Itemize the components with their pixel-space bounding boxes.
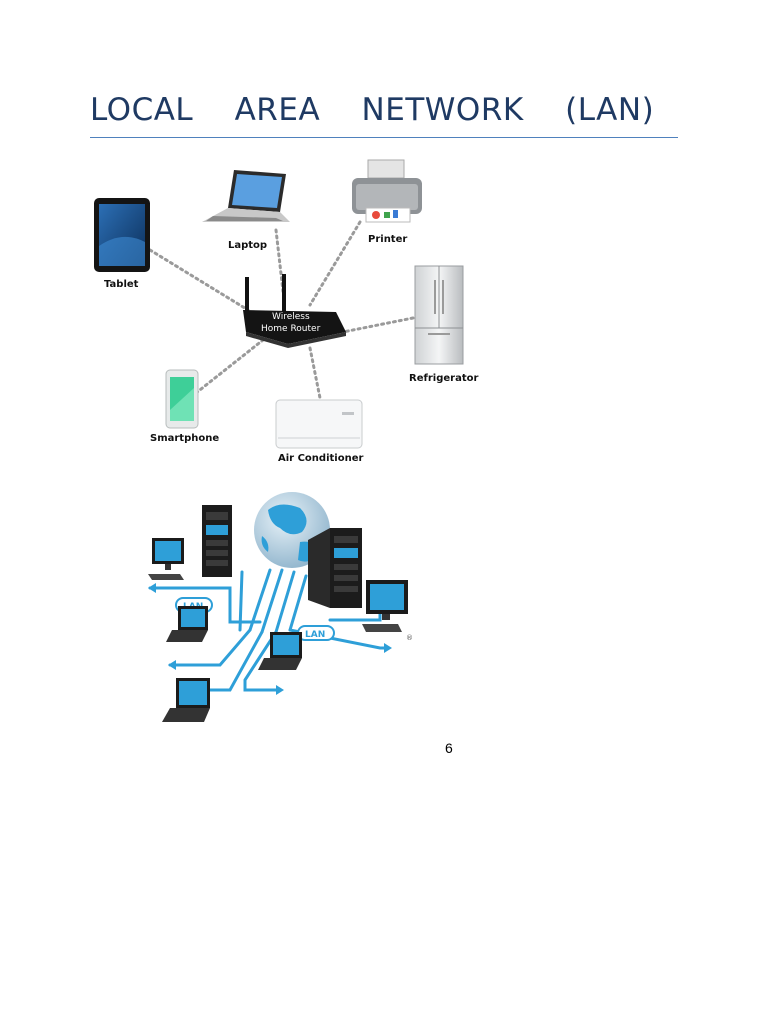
title-underline [90,137,678,138]
smartphone-label: Smartphone [150,433,219,444]
server-rack-icon [202,505,232,577]
desktop-computer-icon [148,538,184,580]
refrigerator-label: Refrigerator [409,373,478,384]
page-title: LOCAL AREA NETWORK (LAN) [90,92,655,128]
connection-lines [148,220,415,400]
lan-servers-figure: LAN LAN ® [148,492,413,722]
home-lan-figure: Tablet Laptop Printer Wireless Home Rout… [94,159,478,464]
router-label-line2: Home Router [261,324,321,334]
printer-label: Printer [368,234,407,245]
tablet-label: Tablet [104,279,139,290]
router-label-line1: Wireless [272,312,310,322]
server-rack-icon [308,528,362,608]
refrigerator-icon [414,265,464,365]
network-links [148,568,390,692]
laptop-label: Laptop [228,240,267,251]
air-conditioner-label: Air Conditioner [278,453,363,464]
page-number: 6 [445,740,453,756]
air-conditioner-icon [275,399,363,449]
printer-icon [352,159,422,223]
lan-badge-label: LAN [305,630,325,640]
smartphone-icon [165,369,199,429]
network-arrowheads [148,583,392,695]
laptop-computer-icon [162,678,210,722]
router-icon [243,274,346,348]
copyright-mark: ® [406,634,413,642]
lan-badge: LAN [297,625,335,641]
desktop-computer-icon [362,580,408,632]
tablet-icon [94,198,150,272]
laptop-icon [202,170,290,222]
laptop-computer-icon [258,632,302,670]
laptop-computer-icon [166,606,208,642]
